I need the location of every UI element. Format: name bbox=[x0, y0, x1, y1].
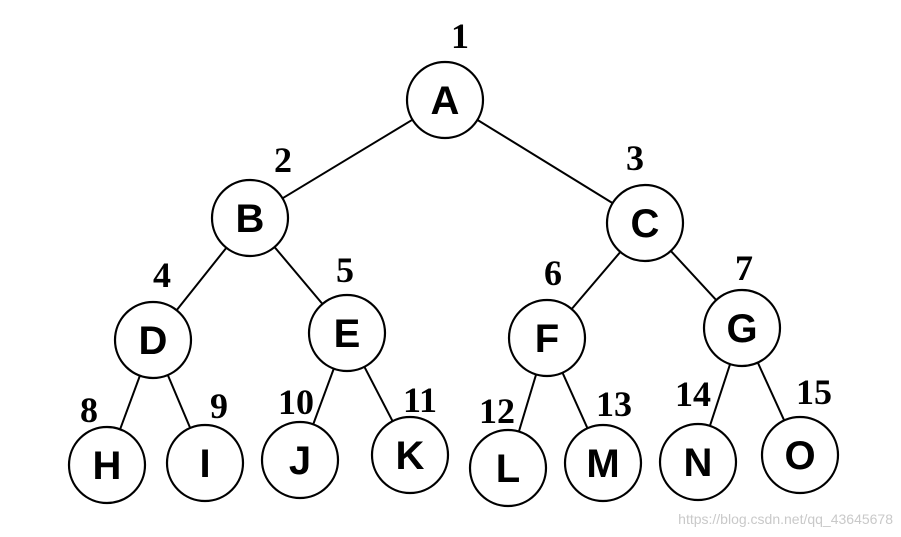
node-label: K bbox=[396, 434, 425, 478]
node-circle bbox=[370, 415, 450, 495]
node-circle bbox=[210, 178, 290, 258]
node-index-n: 14 bbox=[675, 374, 711, 414]
nodes-layer: A B C D E F G H I J K L M N O bbox=[67, 60, 840, 508]
node-index-a: 1 bbox=[451, 16, 469, 56]
node-label: E bbox=[334, 312, 361, 356]
node-a: A bbox=[405, 60, 485, 140]
node-index-e: 5 bbox=[336, 250, 354, 290]
edge-d-h bbox=[119, 375, 141, 430]
node-l: L bbox=[468, 428, 548, 508]
edge-c-g bbox=[670, 250, 717, 301]
edge-c-f bbox=[570, 251, 622, 310]
node-i: I bbox=[165, 423, 245, 503]
node-label: N bbox=[684, 441, 713, 485]
node-label: M bbox=[586, 442, 619, 486]
node-o: O bbox=[760, 415, 840, 495]
node-circle bbox=[468, 428, 548, 508]
node-circle bbox=[507, 298, 587, 378]
node-index-c: 3 bbox=[626, 138, 644, 178]
node-label: L bbox=[496, 447, 520, 491]
node-index-o: 15 bbox=[796, 372, 832, 412]
edge-b-d bbox=[175, 247, 228, 311]
node-f: F bbox=[507, 298, 587, 378]
node-label: I bbox=[199, 442, 210, 486]
node-index-k: 11 bbox=[403, 380, 437, 420]
edge-b-e bbox=[273, 246, 324, 305]
edge-g-n bbox=[708, 363, 732, 427]
node-circle bbox=[405, 60, 485, 140]
node-circle bbox=[702, 288, 782, 368]
node-label: B bbox=[236, 197, 265, 241]
node-label: O bbox=[784, 434, 815, 478]
node-index-f: 6 bbox=[544, 253, 562, 293]
node-index-b: 2 bbox=[274, 140, 292, 180]
node-g: G bbox=[702, 288, 782, 368]
node-circle bbox=[113, 300, 193, 380]
edge-d-i bbox=[166, 374, 192, 429]
node-index-l: 12 bbox=[479, 391, 515, 431]
edge-e-j bbox=[312, 368, 335, 425]
node-index-m: 13 bbox=[596, 384, 632, 424]
node-circle bbox=[260, 420, 340, 500]
node-label: A bbox=[431, 79, 460, 123]
edge-a-b bbox=[281, 118, 414, 200]
node-b: B bbox=[210, 178, 290, 258]
node-d: D bbox=[113, 300, 193, 380]
edge-a-c bbox=[476, 119, 614, 204]
node-label: H bbox=[93, 444, 122, 488]
node-circle bbox=[605, 183, 685, 263]
edge-f-m bbox=[561, 372, 589, 429]
node-circle bbox=[658, 422, 738, 502]
node-index-d: 4 bbox=[153, 255, 171, 295]
node-n: N bbox=[658, 422, 738, 502]
edges-layer bbox=[119, 118, 786, 432]
node-m: M bbox=[563, 423, 643, 503]
node-index-g: 7 bbox=[735, 248, 753, 288]
node-h: H bbox=[67, 425, 147, 505]
node-index-i: 9 bbox=[210, 386, 228, 426]
node-circle bbox=[760, 415, 840, 495]
node-c: C bbox=[605, 183, 685, 263]
node-label: G bbox=[726, 307, 757, 351]
node-index-h: 8 bbox=[80, 390, 98, 430]
node-index-j: 10 bbox=[278, 382, 314, 422]
node-j: J bbox=[260, 420, 340, 500]
node-label: J bbox=[289, 439, 311, 483]
node-circle bbox=[307, 293, 387, 373]
node-label: C bbox=[631, 202, 660, 246]
node-circle bbox=[67, 425, 147, 505]
watermark-text: https://blog.csdn.net/qq_43645678 bbox=[678, 511, 893, 527]
node-label: D bbox=[139, 319, 168, 363]
node-e: E bbox=[307, 293, 387, 373]
edge-g-o bbox=[756, 362, 786, 421]
node-k: K bbox=[370, 415, 450, 495]
edge-e-k bbox=[363, 366, 394, 422]
edge-f-l bbox=[517, 374, 538, 432]
node-circle bbox=[563, 423, 643, 503]
node-label: F bbox=[535, 317, 559, 361]
node-circle bbox=[165, 423, 245, 503]
